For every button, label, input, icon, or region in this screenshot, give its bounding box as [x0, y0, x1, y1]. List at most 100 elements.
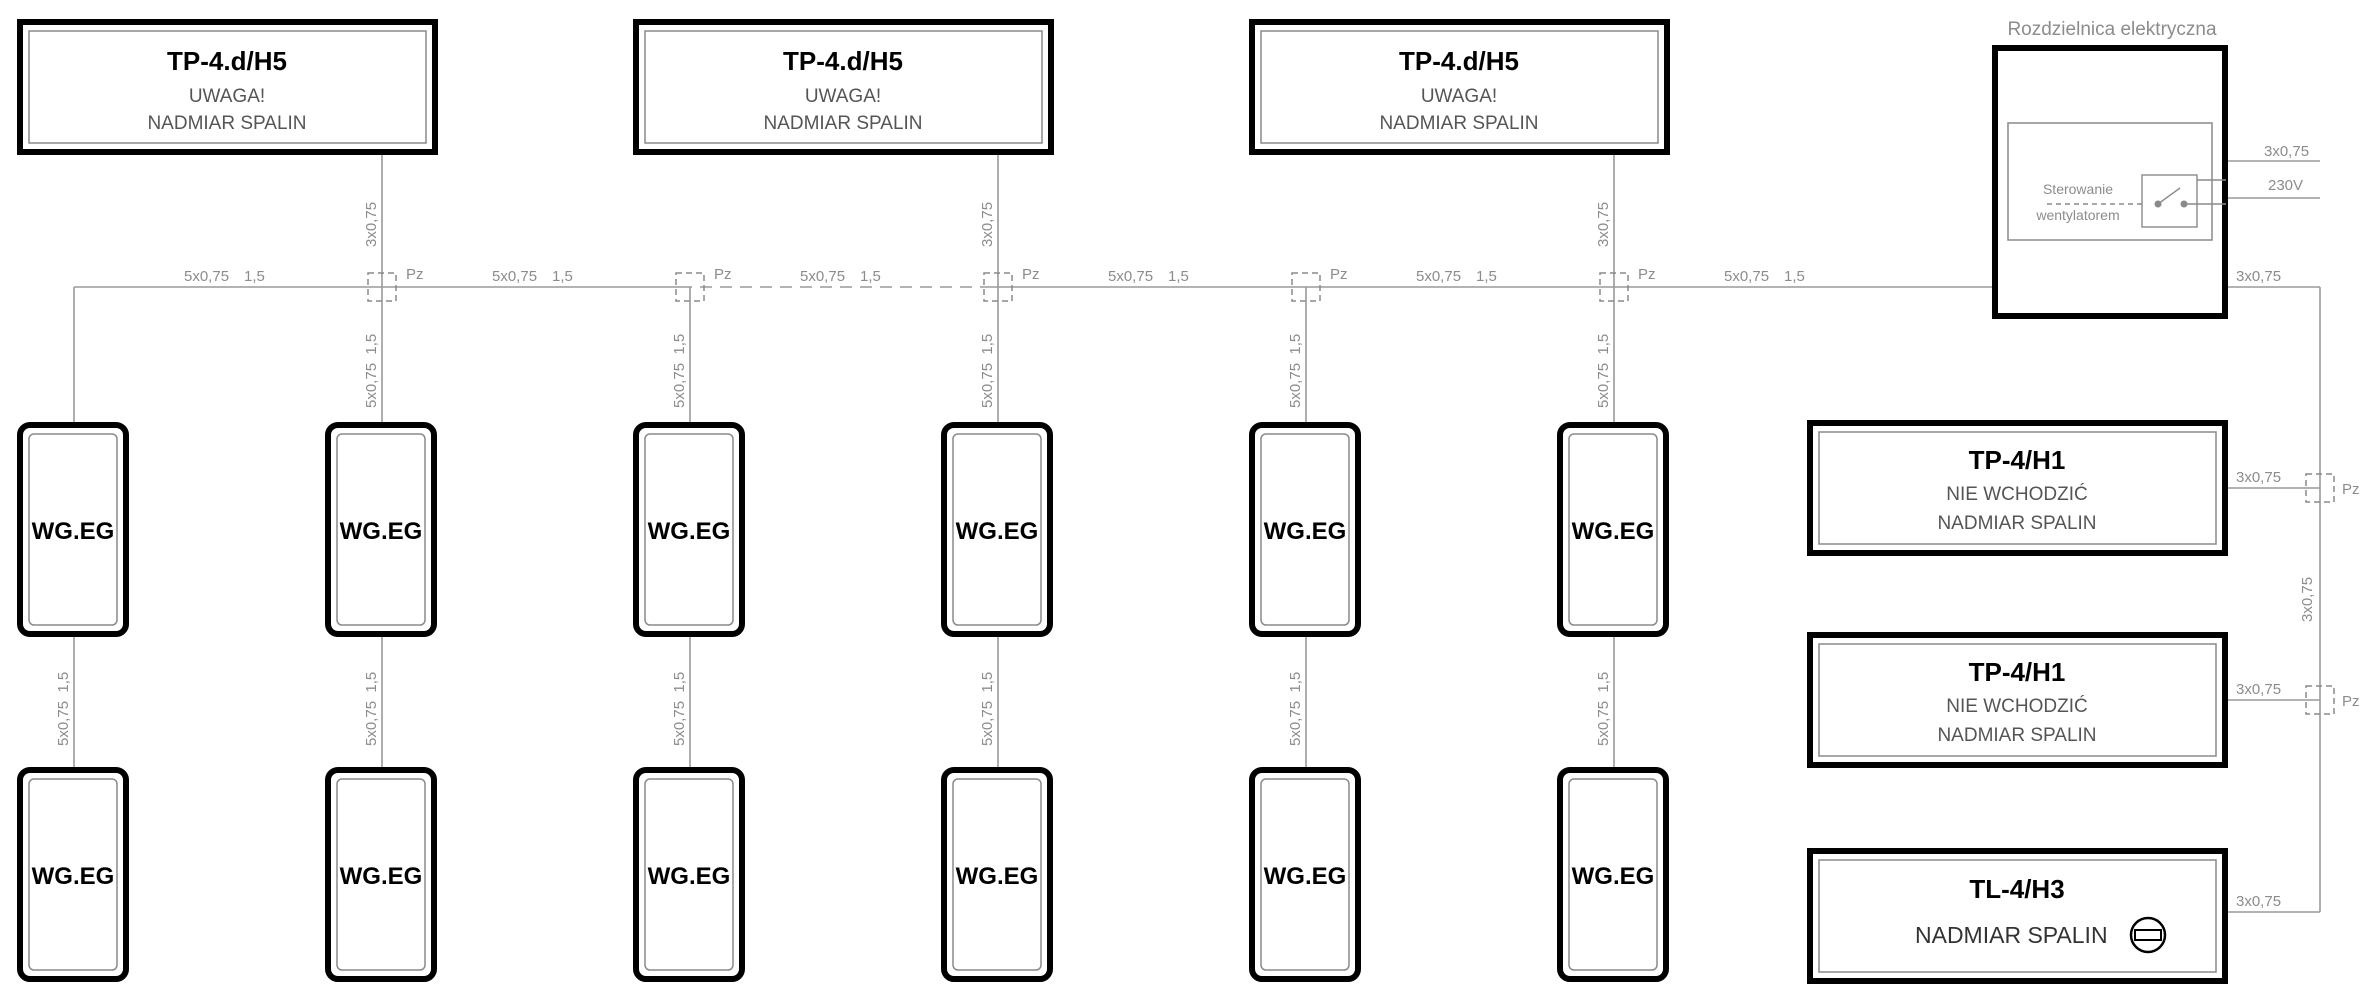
junction-box [983, 272, 1013, 302]
right-sign: TP-4/H1 NIE WCHODZIĆ NADMIAR SPALIN [1807, 420, 2228, 556]
sign-line1: UWAGA! [805, 86, 881, 107]
gas-detector: WG.EG [325, 767, 437, 982]
drop-cable-label: 5x0,75 1,5 [979, 672, 996, 746]
junction-label: Pz [1022, 266, 1040, 283]
feed-cable-label: 3x0,75 [2299, 577, 2316, 622]
switch-icon [2141, 174, 2198, 228]
sign-line2: NADMIAR SPALIN [763, 113, 922, 134]
detector-label: WG.EG [956, 518, 1039, 545]
detector-label: WG.EG [1264, 518, 1347, 545]
detectors-row-1: WG.EG WG.EG WG.EG WG.EG WG.EG WG.EG [17, 422, 1669, 637]
junction-label: Pz [406, 266, 424, 283]
sign-line2: NADMIAR SPALIN [1379, 113, 1538, 134]
detector-label: WG.EG [648, 863, 731, 890]
detector-label: WG.EG [1572, 863, 1655, 890]
junction-label: Pz [1638, 266, 1656, 283]
bus-section-label: 1,5 [860, 268, 881, 285]
wires [73, 155, 2321, 913]
bus-cable-label: 5x0,75 [1724, 268, 1769, 285]
detector-label: WG.EG [1264, 863, 1347, 890]
junction-label: Pz [714, 266, 732, 283]
sign-title: TP-4/H1 [1969, 445, 2066, 475]
junction-box [2305, 473, 2335, 503]
junction-label: Pz [2342, 481, 2360, 498]
gas-detector: WG.EG [17, 767, 129, 982]
sign-line1: NIE WCHODZIĆ [1946, 483, 2087, 505]
junction-label: Pz [1330, 266, 1348, 283]
junction-box [1291, 272, 1321, 302]
bus-cable-label: 5x0,75 [800, 268, 845, 285]
top-sign: TP-4.d/H5 UWAGA! NADMIAR SPALIN [17, 19, 438, 155]
gas-detector: WG.EG [633, 422, 745, 637]
drop-cable-label: 5x0,75 1,5 [363, 334, 380, 408]
gas-detector: WG.EG [1557, 767, 1669, 982]
detector-label: WG.EG [1572, 518, 1655, 545]
drop-cable-label: 5x0,75 1,5 [55, 672, 72, 746]
control-label-line2: wentylatorem [2035, 207, 2119, 223]
sign-title: TP-4.d/H5 [1399, 46, 1519, 76]
output-cable-label: 3x0,75 [2236, 268, 2281, 285]
right-sign: TP-4/H1 NIE WCHODZIĆ NADMIAR SPALIN [1807, 632, 2228, 768]
junction-boxes: Pz Pz Pz Pz Pz Pz Pz [367, 266, 2360, 715]
no-entry-icon [2129, 916, 2167, 954]
branch-cable-label: 3x0,75 [2236, 681, 2281, 698]
branch-cable-label: 3x0,75 [2236, 469, 2281, 486]
bus-cable-label: 5x0,75 [1108, 268, 1153, 285]
sign-title: TL-4/H3 [1969, 874, 2064, 904]
gas-detector: WG.EG [941, 767, 1053, 982]
drop-cable-label: 5x0,75 1,5 [1595, 672, 1612, 746]
gas-detector: WG.EG [1249, 767, 1361, 982]
sign-cable-label: 3x0,75 [1595, 202, 1612, 247]
bus-labels: 5x0,75 1,5 5x0,75 1,5 5x0,75 1,5 5x0,75 … [184, 268, 1805, 285]
detector-label: WG.EG [956, 863, 1039, 890]
sign-title: TP-4/H1 [1969, 657, 2066, 687]
gas-detector: WG.EG [1249, 422, 1361, 637]
sign-line2: NADMIAR SPALIN [147, 113, 306, 134]
drop-cable-label: 5x0,75 1,5 [671, 672, 688, 746]
sign-cable-label: 3x0,75 [979, 202, 996, 247]
junction-box [367, 272, 397, 302]
drop-labels: 3x0,75 3x0,75 3x0,75 5x0,75 1,5 5x0,75 1… [55, 202, 2316, 746]
bus-cable-label: 5x0,75 [492, 268, 537, 285]
drop-cable-label: 5x0,75 1,5 [671, 334, 688, 408]
sign-line2: NADMIAR SPALIN [1937, 725, 2096, 746]
bus-cable-label: 5x0,75 [184, 268, 229, 285]
sign-line1: UWAGA! [189, 86, 265, 107]
gas-detector: WG.EG [325, 422, 437, 637]
electrical-panel: Rozdzielnica elektryczna Sterowanie went… [1992, 19, 2228, 319]
detector-label: WG.EG [340, 863, 423, 890]
drop-cable-label: 5x0,75 1,5 [979, 334, 996, 408]
bus-section-label: 1,5 [244, 268, 265, 285]
junction-box [2305, 685, 2335, 715]
bus-section-label: 1,5 [1476, 268, 1497, 285]
junction-box [1599, 272, 1629, 302]
right-sign: TL-4/H3 NADMIAR SPALIN [1807, 848, 2228, 984]
bus-section-label: 1,5 [1784, 268, 1805, 285]
panel-title: Rozdzielnica elektryczna [2007, 19, 2217, 40]
control-label-line1: Sterowanie [2043, 181, 2113, 197]
sign-title: TP-4.d/H5 [783, 46, 903, 76]
sign-line1: NIE WCHODZIĆ [1946, 695, 2087, 717]
gas-detector: WG.EG [1557, 422, 1669, 637]
top-sign: TP-4.d/H5 UWAGA! NADMIAR SPALIN [633, 19, 1054, 155]
fan-control-module [2007, 122, 2213, 241]
top-sign: TP-4.d/H5 UWAGA! NADMIAR SPALIN [1249, 19, 1670, 155]
detector-label: WG.EG [340, 518, 423, 545]
gas-detector: WG.EG [633, 767, 745, 982]
bus-section-label: 1,5 [552, 268, 573, 285]
gas-detector: WG.EG [941, 422, 1053, 637]
sign-title: TP-4.d/H5 [167, 46, 287, 76]
drop-cable-label: 5x0,75 1,5 [363, 672, 380, 746]
drop-cable-label: 5x0,75 1,5 [1287, 672, 1304, 746]
bus-section-label: 1,5 [1168, 268, 1189, 285]
junction-box [675, 272, 705, 302]
sign-cable-label: 3x0,75 [363, 202, 380, 247]
detector-label: WG.EG [32, 863, 115, 890]
sign-line1: UWAGA! [1421, 86, 1497, 107]
detectors-row-2: WG.EG WG.EG WG.EG WG.EG WG.EG WG.EG [17, 767, 1669, 982]
junction-label: Pz [2342, 693, 2360, 710]
branch-cable-label: 3x0,75 [2236, 893, 2281, 910]
detector-label: WG.EG [32, 518, 115, 545]
supply-voltage-label: 230V [2268, 177, 2303, 194]
detector-label: WG.EG [648, 518, 731, 545]
